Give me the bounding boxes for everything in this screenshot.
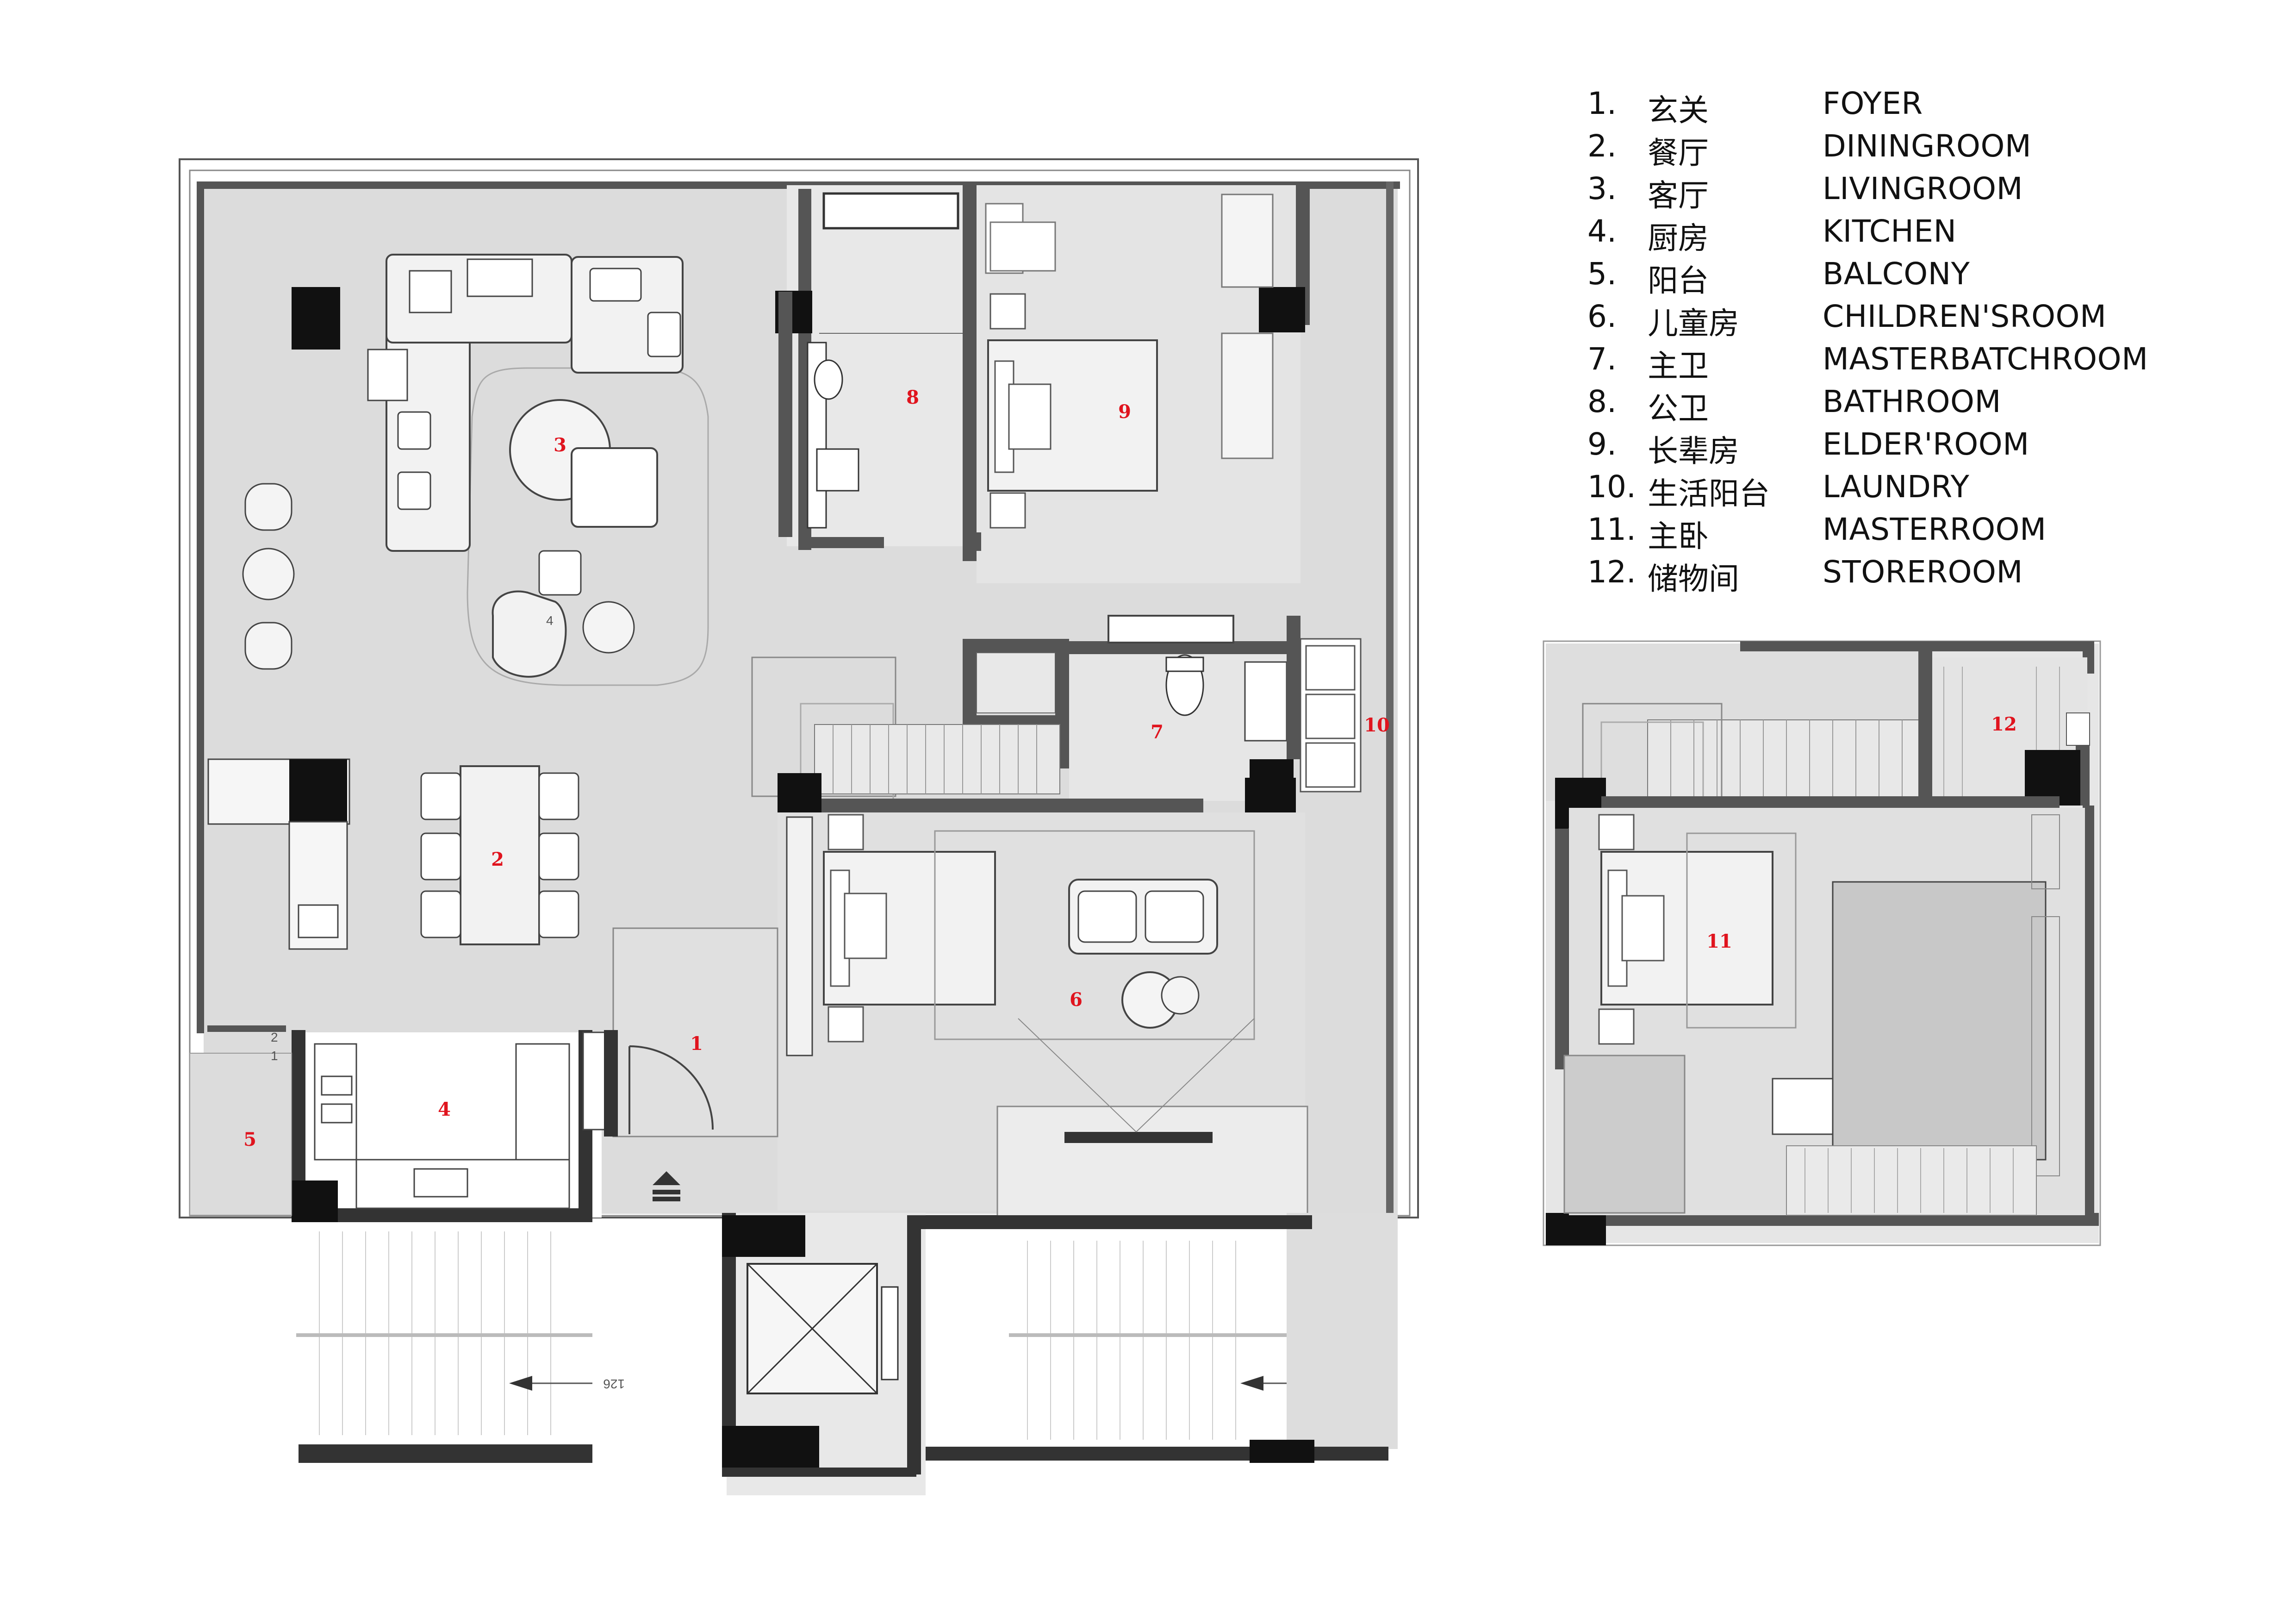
legend-chinese-name: 玄关 [1648,93,1709,128]
legend-number: 3. [1587,171,1617,206]
balcony-5 [189,1053,292,1216]
level-mark-2: 2 [271,1030,278,1044]
exterior-wall-right [1386,181,1394,1218]
room-label-7: 7 [1151,721,1164,743]
legend-chinese-name: 公卫 [1648,391,1709,426]
chair-mark: 4 [546,613,554,628]
legend-chinese-name: 厨房 [1648,220,1709,256]
living-room-3: 4 [242,254,709,686]
legend-number: 6. [1587,299,1617,334]
room-label-4: 4 [438,1099,451,1120]
legend-english-name: STOREROOM [1823,554,2023,590]
legend-item: 1. 玄关 FOYER [1587,86,2259,128]
legend-english-name: BALCONY [1823,256,1970,292]
legend-chinese-name: 客厅 [1648,178,1709,213]
room-label-12: 12 [1991,713,2017,735]
legend-item: 9. 长辈房 ELDER'ROOM [1587,426,2259,469]
legend-chinese-name: 阳台 [1648,263,1709,299]
legend-number: 9. [1587,426,1617,462]
legend-number: 10. [1587,469,1636,505]
legend-english-name: DININGROOM [1823,128,2032,164]
legend-number: 8. [1587,384,1617,419]
upper-floor-plan: 11 12 [1543,640,2101,1246]
main-floor-plan: 4 [179,158,1419,1495]
stair-arrow-icon [509,1376,532,1391]
legend-english-name: KITCHEN [1823,213,1957,249]
legend-english-name: BATHROOM [1823,384,2001,419]
entry-arrow-icon [653,1171,680,1185]
legend-item: 8. 公卫 BATHROOM [1587,384,2259,426]
room-label-9: 9 [1118,401,1131,423]
legend-chinese-name: 餐厅 [1648,135,1709,171]
kitchen-4 [292,1030,618,1222]
exterior-wall-left [197,181,204,1033]
legend-english-name: MASTERBATCHROOM [1823,341,2148,377]
legend-number: 5. [1587,256,1617,292]
legend-item: 3. 客厅 LIVINGROOM [1587,171,2259,213]
dining-room-2 [207,758,579,950]
foyer-1 [612,927,778,1201]
legend-number: 2. [1587,128,1617,164]
childrens-room-6 [778,812,1308,1228]
legend-number: 11. [1587,512,1636,547]
legend-item: 7. 主卫 MASTERBATCHROOM [1587,341,2259,384]
legend-item: 6. 儿童房 CHILDREN'SROOM [1587,299,2259,341]
legend-english-name: LAUNDRY [1823,469,1970,505]
room-label-10: 10 [1364,714,1390,736]
stairwell-right [919,1213,1398,1463]
legend-item: 5. 阳台 BALCONY [1587,256,2259,299]
legend-english-name: CHILDREN'SROOM [1823,299,2107,334]
legend-chinese-name: 主卫 [1648,348,1709,384]
room-label-11: 11 [1706,931,1732,952]
legend-english-name: MASTERROOM [1823,512,2047,547]
legend-item: 10. 生活阳台 LAUNDRY [1587,469,2259,512]
room-label-8: 8 [906,387,919,408]
legend-english-name: ELDER'ROOM [1823,426,2029,462]
legend-number: 1. [1587,86,1617,121]
legend-number: 7. [1587,341,1617,377]
legend-chinese-name: 儿童房 [1648,306,1739,341]
room-label-2: 2 [491,849,504,870]
legend-item: 2. 餐厅 DININGROOM [1587,128,2259,171]
legend-number: 12. [1587,554,1636,590]
level-mark-1: 1 [271,1049,278,1063]
room-label-1: 1 [690,1033,703,1055]
legend-item: 4. 厨房 KITCHEN [1587,213,2259,256]
legend-chinese-name: 生活阳台 [1648,476,1770,512]
legend-chinese-name: 长辈房 [1648,433,1739,469]
dining-table [460,765,540,945]
stairwell-left: 126 [296,1222,625,1463]
room-label-3: 3 [554,434,566,456]
legend-english-name: FOYER [1823,86,1923,121]
legend-item: 12. 储物间 STOREROOM [1587,554,2259,597]
legend-number: 4. [1587,213,1617,249]
legend-chinese-name: 储物间 [1648,561,1739,597]
legend-english-name: LIVINGROOM [1823,171,2023,206]
legend-chinese-name: 主卧 [1648,518,1709,554]
room-label-5: 5 [243,1129,256,1150]
stair-step-count: 126 [603,1377,625,1391]
room-label-6: 6 [1070,989,1083,1011]
legend-item: 11. 主卧 MASTERROOM [1587,512,2259,554]
lift-core [722,1213,926,1495]
